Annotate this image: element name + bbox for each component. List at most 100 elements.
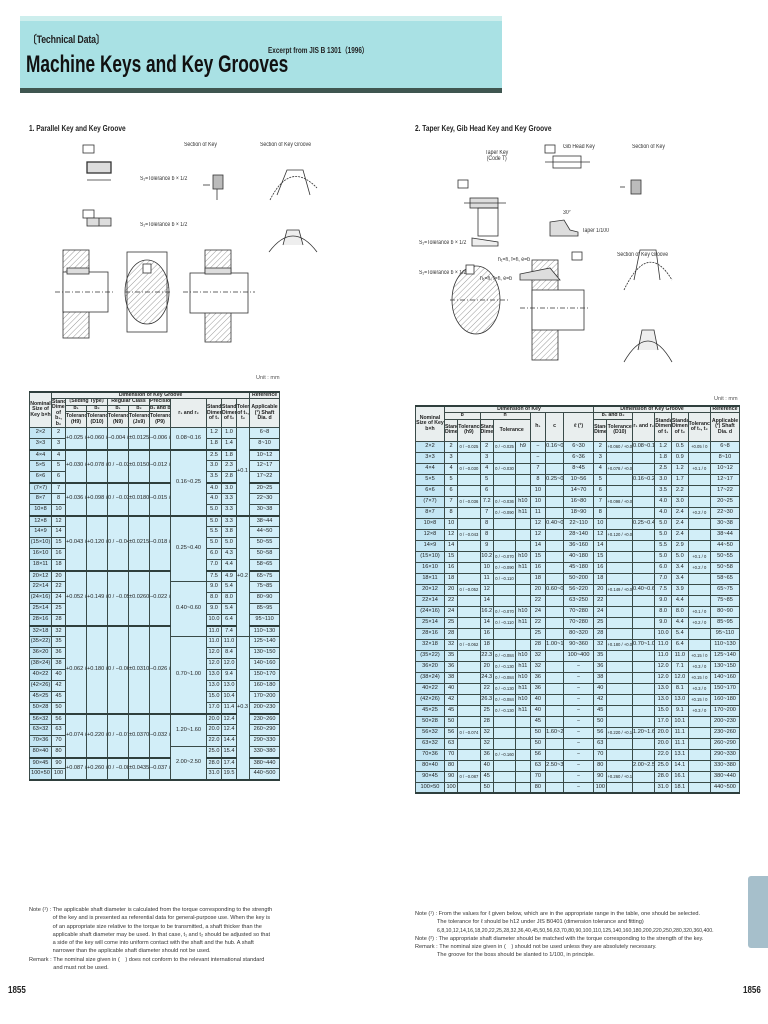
table-cell	[632, 748, 656, 761]
table-cell	[545, 770, 564, 783]
table-cell: 6~36	[562, 451, 595, 464]
unit-label-1: Unit : mm	[256, 375, 280, 381]
table-cell: +0.087 / 0	[65, 756, 87, 781]
table-cell: 18	[479, 638, 494, 651]
table-cell: 95~110	[709, 627, 741, 640]
table-cell: +0.036 / 0	[65, 481, 87, 517]
table-cell	[632, 495, 656, 508]
table-cell: 13.0	[670, 693, 689, 706]
table-cell: 12~17	[249, 460, 281, 473]
table-cell: 4.4	[670, 616, 689, 629]
col-std-dim: Standard Dimension of b₁, b₂	[51, 398, 66, 429]
table-cell: 8	[593, 506, 608, 519]
table-cell: h10	[515, 671, 531, 684]
table-cell	[632, 627, 656, 640]
table-cell: 15	[51, 537, 66, 550]
col-dim-groove: Dimension of Key Groove	[50, 391, 251, 400]
table-cell	[687, 726, 711, 739]
table-cell: 8~10	[249, 438, 281, 451]
table-cell	[545, 451, 564, 464]
table-cell: 22	[51, 581, 66, 594]
table-cell: 36×20	[415, 660, 445, 673]
table-cell: 12	[443, 528, 459, 541]
table-cell	[606, 484, 634, 497]
table-cell: 25	[529, 627, 547, 640]
table-cell: 18×11	[29, 559, 52, 572]
table-cell	[687, 484, 711, 497]
table-cell	[687, 473, 711, 486]
table-cell	[606, 550, 634, 563]
table-cell: 28×16	[415, 627, 445, 640]
table-cell	[515, 473, 531, 486]
table-cell: 0 / −0.036	[107, 481, 129, 517]
table-cell: h11	[515, 660, 531, 673]
table-cell: 9.1	[670, 704, 689, 717]
table-cell	[457, 671, 481, 684]
side-index-tab[interactable]	[748, 876, 768, 948]
table-cell: (7×7)	[415, 495, 445, 508]
table-cell: −	[562, 737, 595, 750]
table-cell: 24	[593, 605, 608, 618]
table-cell: 11.0	[654, 638, 672, 651]
table-cell: 22×14	[29, 581, 52, 594]
table-cell: 50	[529, 726, 547, 739]
table-cell: 15	[529, 550, 547, 563]
table-cell: 38	[51, 658, 66, 671]
table-cell: 22×14	[415, 594, 445, 607]
table-cell	[457, 682, 481, 695]
table-cell: −	[562, 759, 595, 772]
table-cell: 56×32	[415, 726, 445, 739]
table-cell: 20.0	[654, 726, 672, 739]
table-cell: h11	[515, 506, 531, 519]
col-tol-js9: Tolerance (Js9)	[128, 411, 150, 429]
table-cell: 80~90	[709, 605, 741, 618]
table-cell: 100×50	[415, 781, 445, 794]
col2-l: ℓ (¹)	[562, 412, 595, 442]
table-cell: 440~500	[249, 768, 281, 781]
table-cell	[606, 748, 634, 761]
table-cell: 70~280	[562, 605, 595, 618]
unit-label-2: Unit : mm	[714, 396, 738, 402]
table-cell: 32	[479, 726, 494, 739]
standard-excerpt: Excerpt from JIS B 1301（1996）	[268, 46, 369, 55]
table-cell: 7.0	[206, 559, 222, 572]
table-cell: 3.5	[206, 471, 222, 484]
table-cell	[515, 528, 531, 541]
taper-key-table: Nominal Size of Key b×h Dimension of Key…	[415, 405, 741, 795]
table-cell: 32	[593, 638, 608, 651]
table-cell	[687, 517, 711, 530]
table-cell: 0 / −0.052	[457, 583, 481, 596]
table-cell: 0 / −0.030	[457, 462, 481, 475]
table-cell: 15	[443, 550, 459, 563]
table-cell	[632, 704, 656, 717]
table-cell: 0.16~0.25	[170, 448, 207, 517]
table-cell: ±0.0370	[128, 712, 150, 759]
table-cell: 200~230	[249, 702, 281, 715]
s1-formula-a-2: S₁=Tolerance b × 1/2	[419, 240, 467, 246]
table-cell: 130~150	[249, 647, 281, 660]
table-cell: 260~290	[709, 737, 741, 750]
table-cell: 4×4	[29, 448, 52, 462]
table-cell: 63	[51, 724, 66, 737]
table-cell: (24×16)	[415, 605, 445, 618]
col2-h: h	[479, 412, 531, 420]
table-cell	[606, 693, 634, 706]
table-cell: 8.0	[221, 592, 237, 605]
table-cell: 32	[529, 649, 547, 662]
table-cell: 5.0	[654, 550, 672, 563]
table-cell	[492, 781, 517, 794]
table-cell: 50	[51, 702, 66, 715]
table-cell: 22~30	[249, 493, 281, 506]
table-cell	[515, 539, 531, 552]
table-cell: ±0.0125	[128, 427, 150, 451]
col-regular: Regular Class	[107, 398, 150, 406]
table-cell: 28	[593, 627, 608, 640]
